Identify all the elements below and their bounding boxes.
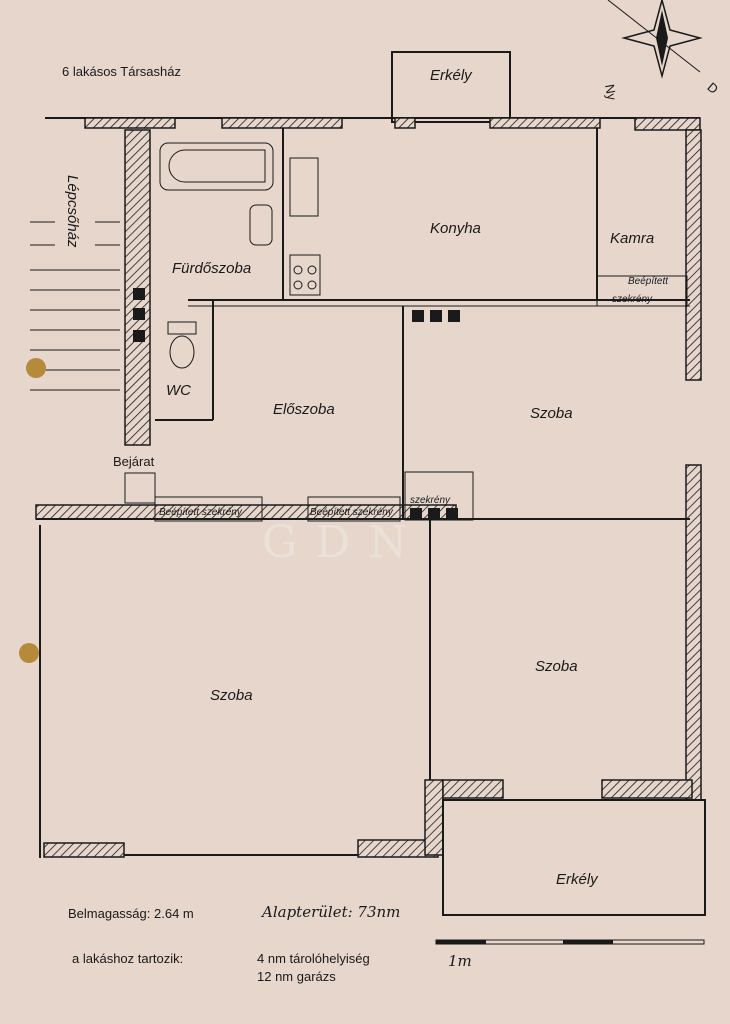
compass-south-label: D (704, 79, 721, 97)
room-bottom-right-label: Szoba (535, 658, 578, 675)
kitchen-label: Konyha (430, 220, 481, 237)
pantry-closet-label-2: szekrény (612, 294, 653, 305)
floor-area: Alapterület: 73nm (260, 903, 400, 921)
garage-text: 12 nm garázs (257, 969, 336, 984)
balcony-top (391, 51, 511, 123)
wc-label: WC (166, 382, 191, 399)
room-big-left-label: Szoba (210, 687, 253, 704)
belongs-label: a lakáshoz tartozik: (72, 951, 183, 966)
scale-bar (435, 939, 705, 945)
staircase-label: Lépcsőház (64, 175, 81, 248)
balcony-bottom (442, 799, 706, 916)
balcony-top-label: Erkély (430, 67, 473, 84)
bathroom-label: Fürdőszoba (172, 260, 251, 277)
pantry-closet-label-1: Beépített (628, 276, 669, 287)
closet-right (404, 471, 474, 521)
walls (35, 117, 702, 858)
pantry-closet (596, 275, 688, 307)
watermark-logo: GDN (262, 517, 425, 568)
built-in-closet-middle (307, 496, 401, 522)
closet-left-label: Beépített szekrény (159, 507, 243, 518)
stove-icon (289, 157, 321, 296)
punch-hole (26, 358, 46, 378)
built-in-closet-left (154, 496, 263, 522)
hall-label: Előszoba (273, 401, 335, 418)
ceiling-height: Belmagasság: 2.64 m (68, 906, 194, 921)
room-top-right-label: Szoba (530, 405, 573, 422)
chimney-flues (133, 288, 460, 520)
closet-middle-label: Beépített szekrény (310, 507, 394, 518)
scale-label: 1m (448, 952, 472, 970)
bathtub-icon (159, 142, 274, 191)
staircase-steps (30, 221, 120, 391)
punch-hole (19, 643, 39, 663)
entrance-label: Bejárat (113, 454, 155, 469)
closet-right-label: szekrény (410, 495, 451, 506)
toilet-icon (167, 321, 197, 369)
pantry-label: Kamra (610, 230, 654, 247)
storage-text: 4 nm tárolóhelyiség (257, 951, 370, 966)
compass-west-label: Ny (602, 83, 620, 102)
building-title: 6 lakásos Társasház (62, 64, 181, 79)
compass-rose-icon (607, 0, 703, 79)
balcony-bottom-label: Erkély (556, 871, 599, 888)
sink-icon (249, 204, 273, 246)
